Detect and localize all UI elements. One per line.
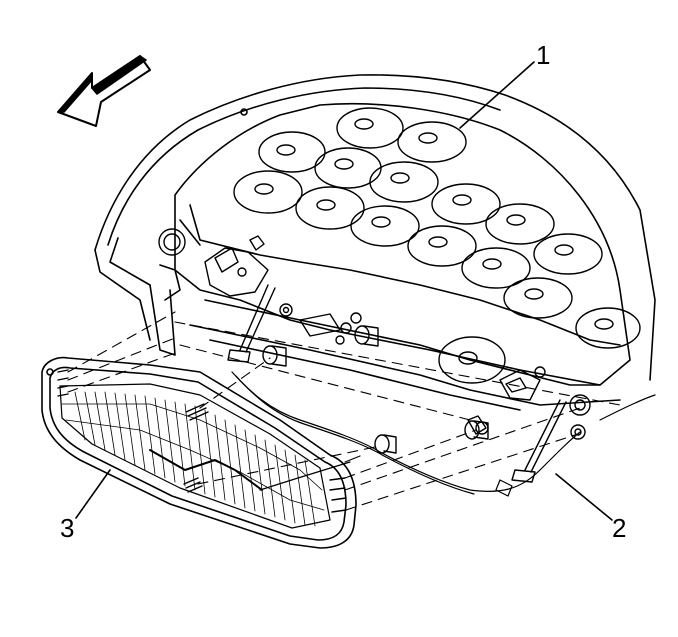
- studs: [57, 325, 489, 513]
- lamp-assembly: [41, 356, 357, 549]
- callout-label-1: 1: [536, 40, 551, 70]
- direction-arrow-icon: [57, 55, 151, 127]
- mounting-brackets: [204, 235, 591, 483]
- callout-label-2: 2: [612, 513, 627, 543]
- leader-line-1: [459, 61, 535, 129]
- leader-line-2: [555, 473, 613, 521]
- callout-label-3: 3: [60, 513, 75, 543]
- wiring-harness: [231, 371, 656, 497]
- trunk-lid-outer: [94, 74, 656, 381]
- leader-lines: [75, 61, 613, 521]
- lightening-holes: [158, 107, 641, 384]
- leader-line-3: [75, 469, 111, 519]
- trunk-lid-inner-panel: [159, 102, 631, 411]
